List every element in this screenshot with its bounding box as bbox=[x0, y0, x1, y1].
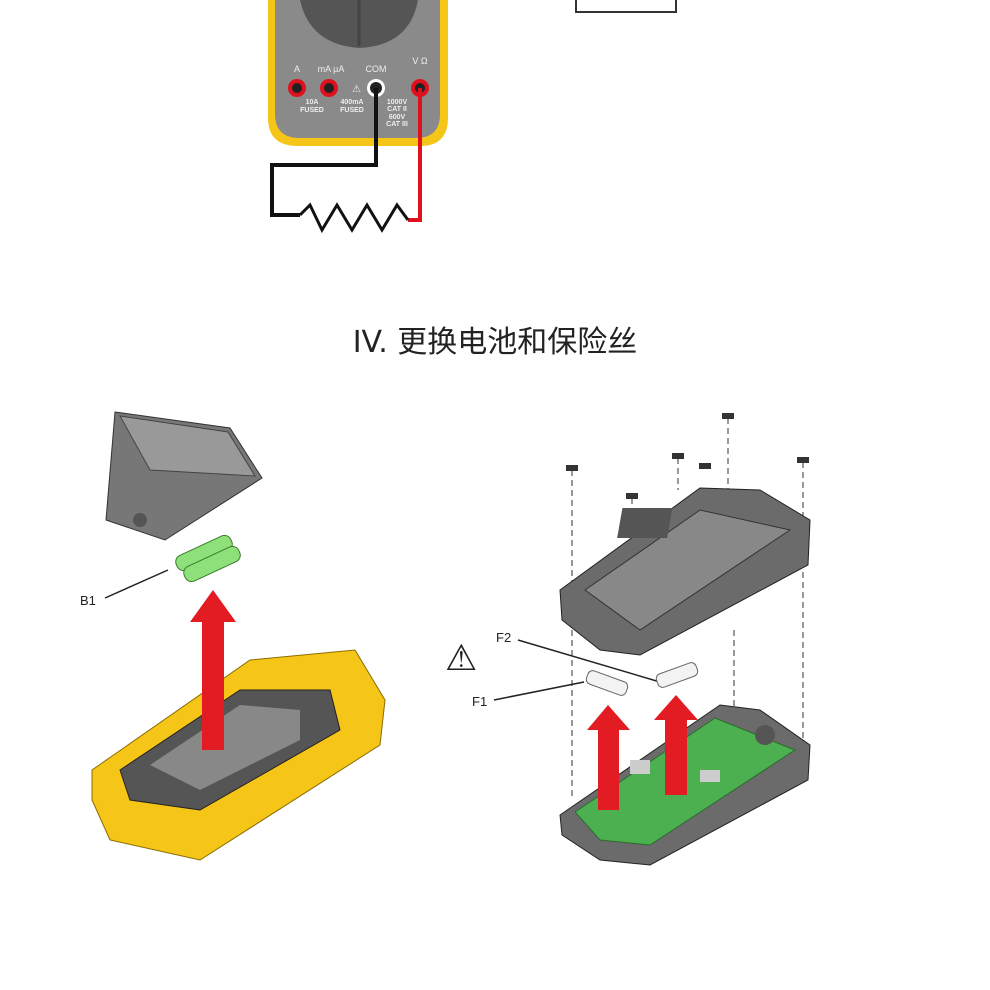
battery-door bbox=[105, 411, 263, 541]
arrow-up-icon bbox=[654, 695, 698, 795]
f2-leader bbox=[517, 639, 661, 683]
b1-leader bbox=[104, 569, 169, 599]
display-box bbox=[575, 0, 677, 13]
fuse-400ma-fused: FUSED bbox=[340, 107, 364, 114]
arrow-up-icon bbox=[190, 590, 236, 750]
multimeter-front: A mA µA COM V Ω ⚠ 10A FUSED 400mA FUSED … bbox=[268, 0, 448, 146]
f2-label: F2 bbox=[496, 630, 511, 645]
rating-1000v: 1000V bbox=[387, 99, 408, 106]
warning-icon: ⚠ bbox=[445, 638, 477, 679]
arrow-up-icon bbox=[587, 705, 630, 810]
jack-label-v: V Ω bbox=[412, 56, 428, 66]
jack-label-com: COM bbox=[366, 64, 387, 74]
meter-top-case bbox=[559, 487, 811, 656]
rating-cat2: CAT II bbox=[387, 106, 407, 113]
jack-label-ma: mA µA bbox=[318, 64, 345, 74]
meter-rear-yellow bbox=[91, 649, 386, 861]
section-title: IV. 更换电池和保险丝 bbox=[353, 325, 638, 360]
rating-cat3: CAT III bbox=[386, 121, 408, 128]
batteries bbox=[175, 534, 241, 583]
warning-icon: ⚠ bbox=[352, 84, 361, 95]
fuse-10a-label: 10A bbox=[306, 99, 319, 106]
fuses bbox=[585, 662, 699, 696]
jack-label-a: A bbox=[294, 64, 300, 74]
screws bbox=[566, 413, 809, 800]
f1-label: F1 bbox=[472, 694, 487, 709]
b1-label: B1 bbox=[80, 593, 96, 608]
fuse-400ma-label: 400mA bbox=[341, 99, 364, 106]
f1-leader bbox=[493, 681, 585, 701]
probe-circuit bbox=[270, 88, 422, 234]
rating-600v: 600V bbox=[389, 114, 406, 121]
fuse-10a-fused: FUSED bbox=[300, 107, 324, 114]
